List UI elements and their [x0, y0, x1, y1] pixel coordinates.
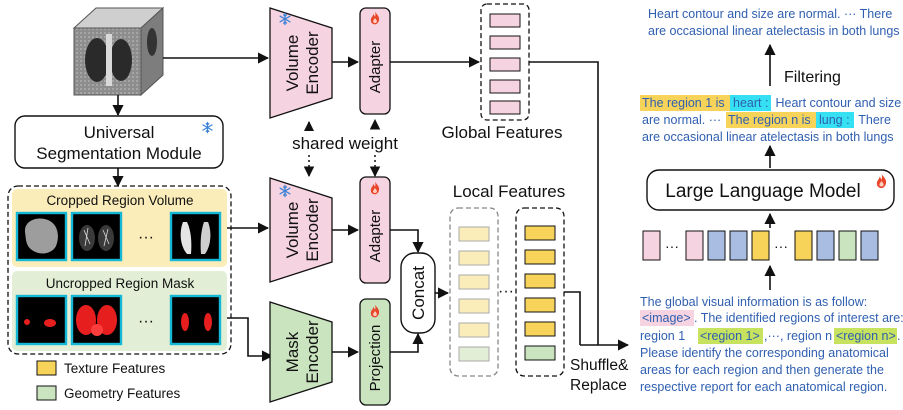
- legend-texture-swatch: [36, 360, 57, 376]
- volume-encoder-top: Volume Encoder: [269, 7, 333, 119]
- legend-geometry-swatch: [36, 385, 57, 401]
- shuffle-label: Shuffle&: [570, 357, 629, 374]
- global-features-stack: [480, 3, 530, 121]
- mask-encoder: Mask Encoder: [269, 301, 333, 403]
- svg-text:Please identify the correspond: Please identify the corresponding anatom…: [640, 346, 889, 360]
- adapter-top-label: Adapter: [367, 41, 384, 94]
- output-report-line2: are occasional linear atelectasis in bot…: [648, 24, 900, 38]
- region-panel-outline: [7, 185, 232, 355]
- svg-text:areas for each region and then: areas for each region and then generate …: [640, 363, 884, 377]
- llm-module: Large Language Model: [646, 169, 895, 211]
- legend: Texture Features Geometry Features: [36, 360, 181, 401]
- svg-text:are normal. ··· The region n i: are normal. ··· The region n is lung : T…: [642, 113, 891, 127]
- cropped-volume-title: Cropped Region Volume: [46, 193, 193, 208]
- mask-encoder-label1: Mask: [283, 331, 302, 372]
- region-report: The region 1 is heart : Heart contour an…: [640, 95, 901, 144]
- mask-thumbnail-n: [169, 294, 222, 346]
- mask-ellipsis: ···: [138, 313, 154, 330]
- concat-module: Concat: [400, 252, 436, 334]
- cropped-ellipsis: ···: [138, 229, 154, 246]
- token-sequence: ··· ···: [642, 230, 879, 261]
- svg-text:The global visual information: The global visual information is as foll…: [640, 295, 867, 309]
- volume-encoder-bottom-label2: Encoder: [303, 198, 322, 262]
- svg-text:respective report for each ana: respective report for each anatomical re…: [640, 380, 887, 394]
- svg-text:···: ···: [665, 238, 679, 254]
- output-report-line1: Heart contour and size are normal. ··· T…: [648, 7, 892, 21]
- adapter-bottom: Adapter: [359, 176, 391, 284]
- mask-thumbnail-1: [15, 294, 68, 346]
- volume-encoder-top-label2: Encoder: [303, 31, 322, 95]
- mask-encoder-label2: Encoder: [303, 320, 322, 384]
- shared-weight-label: shared weight: [292, 134, 398, 153]
- legend-texture-label: Texture Features: [64, 361, 166, 376]
- cropped-thumbnail-2: [70, 211, 123, 262]
- volume-encoder-bottom: Volume Encoder: [269, 177, 333, 283]
- projection-label: Projection: [367, 325, 384, 392]
- local-features-stack-pale: [449, 207, 499, 377]
- adapter-bottom-label: Adapter: [367, 210, 384, 263]
- global-features-label: Global Features: [442, 123, 563, 142]
- svg-text:···: ···: [774, 238, 788, 254]
- svg-text:The region 1 is heart : Heart: The region 1 is heart : Heart contour an…: [642, 96, 901, 110]
- segmentation-module: Universal Segmentation Module: [14, 115, 224, 169]
- legend-geometry-label: Geometry Features: [64, 386, 181, 401]
- mask-thumbnail-2: [70, 294, 123, 346]
- volume-encoder-top-label1: Volume: [283, 35, 302, 92]
- cropped-thumbnail-1: [15, 211, 68, 262]
- adapter-top: Adapter: [359, 7, 391, 115]
- local-features-stack: [515, 207, 565, 377]
- local-features-ellipsis: ···: [498, 283, 514, 300]
- svg-text:are occasional linear atelecta: are occasional linear atelectasis in bot…: [642, 130, 894, 144]
- concat-label: Concat: [409, 266, 428, 320]
- local-features-label: Local Features: [453, 182, 565, 201]
- volume-encoder-bottom-label1: Volume: [283, 202, 302, 259]
- prompt-text: The global visual information is as foll…: [640, 295, 903, 394]
- svg-text:<image>. The identified region: <image>. The identified regions of inter…: [642, 311, 903, 325]
- uncropped-mask-title: Uncropped Region Mask: [46, 276, 195, 291]
- svg-text:region 1 <region 1>,···, regio: region 1 <region 1>,···, region n <regio…: [640, 329, 900, 343]
- ct-volume-cube: [72, 6, 165, 97]
- filtering-label: Filtering: [784, 69, 841, 86]
- segmentation-label-line2: Segmentation Module: [36, 144, 201, 163]
- replace-label: Replace: [570, 377, 627, 394]
- cropped-thumbnail-n: [169, 211, 222, 262]
- llm-label: Large Language Model: [665, 181, 860, 202]
- projection-module: Projection: [359, 298, 391, 406]
- segmentation-label-line1: Universal: [84, 123, 155, 142]
